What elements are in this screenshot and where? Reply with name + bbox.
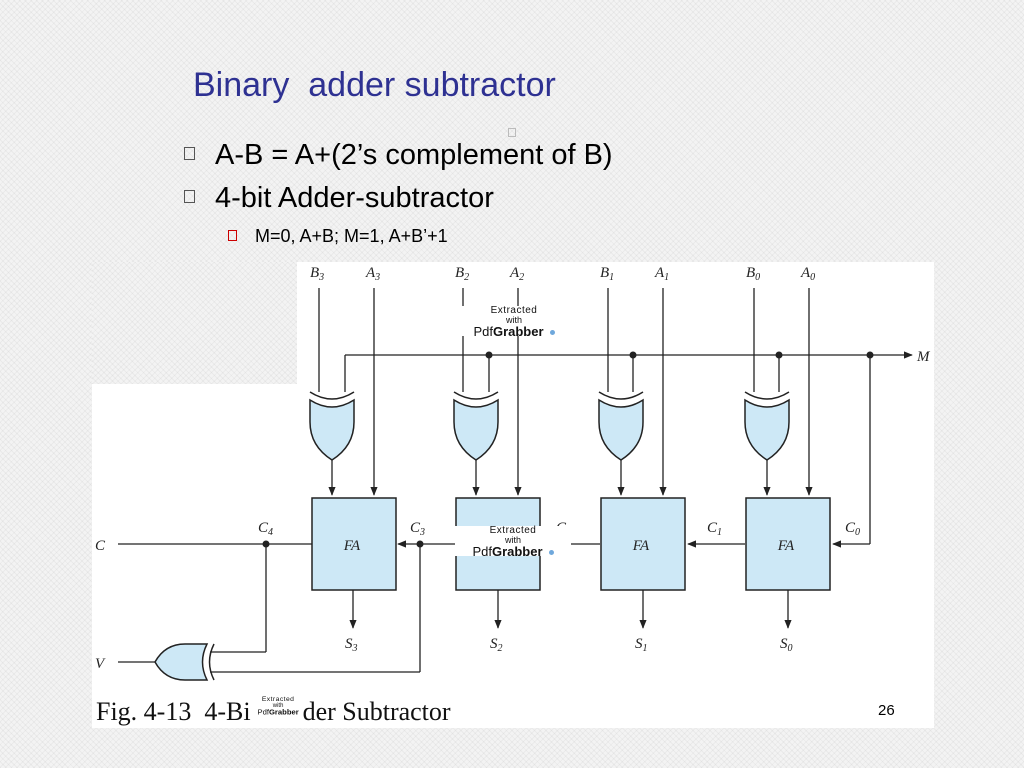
a0-label: A0 [800,265,815,283]
diagram-labels: FA FA FA FA B3 A3 B2 A2 B1 A1 B0 A0 M C … [95,265,931,672]
figure-caption: Fig. 4-13 4-Bi der Subtractor [96,697,451,726]
b2-label: B2 [455,265,469,283]
small-marker [508,128,516,137]
c0-label: C0 [845,520,860,538]
watermark-stamp: Extracted with PdfGrabber [455,525,571,558]
page-number: 26 [878,702,895,719]
watermark-line2: with [504,535,521,545]
watermark-line1: Extracted [261,695,295,703]
watermark-line1: Extracted [490,305,538,316]
c3-label: C3 [410,520,425,538]
b3-label: B3 [310,265,324,283]
overflow-label: V [95,656,106,672]
xor-gates [154,391,790,681]
junction-dot [629,351,637,359]
fa-1-label: FA [632,538,650,554]
s1-label: S1 [635,636,648,654]
bullet-1: A-B = A+(2’s complement of B) [184,139,613,172]
bullet-2-text: 4-bit Adder-subtractor [215,182,494,214]
figure-panel [92,262,934,728]
xor-gate-1 [598,391,644,461]
junction-dot [485,351,493,359]
bullet-1-text: A-B = A+(2’s complement of B) [215,139,613,171]
s3-label: S3 [345,636,358,654]
s2-label: S2 [490,636,503,654]
watermark-brand: PdfGrabber [458,325,570,338]
c4-label: C4 [258,520,273,538]
watermark-line1: Extracted [489,525,537,536]
sub-bullet-1: M=0, A+B; M=1, A+B’+1 [228,226,448,247]
a3-label: A3 [365,265,380,283]
bullet-2: 4-bit Adder-subtractor [184,182,494,215]
xor-gate-overflow [154,643,215,681]
slide-title: Binary adder subtractor [193,66,556,104]
m-label: M [916,349,931,365]
watermark-line2: with [272,702,284,709]
c1-label: C1 [707,520,722,538]
s0-label: S0 [780,636,793,654]
full-adder-1 [600,497,686,591]
wires [118,288,913,673]
watermark-line2: with [505,315,522,325]
watermark-dot-icon [548,550,554,556]
junction-dot [416,540,424,548]
b0-label: B0 [746,265,760,283]
sub-bullet-1-text: M=0, A+B; M=1, A+B’+1 [255,226,448,246]
fa-0-label: FA [777,538,795,554]
a1-label: A1 [654,265,669,283]
fa-3-label: FA [343,538,361,554]
watermark-stamp: Extracted with PdfGrabber [256,695,301,720]
watermark-stamp: Extracted with PdfGrabber [458,305,570,338]
figure-panel-notch [92,262,297,384]
sub-bullet-icon [228,229,237,241]
xor-gate-0 [744,391,790,461]
watermark-brand: PdfGrabber [257,707,299,717]
carry-out-label: C [95,538,106,554]
junction-dot [775,351,783,359]
full-adder-0 [745,497,831,591]
full-adder-3 [311,497,397,591]
b1-label: B1 [600,265,614,283]
bullet-icon [184,146,195,160]
a2-label: A2 [509,265,524,283]
watermark-dot-icon [549,330,555,336]
junction-dot [262,540,270,548]
xor-gate-2 [453,391,499,461]
bullet-icon [184,189,195,203]
junction-dot [866,351,874,359]
watermark-brand: PdfGrabber [455,545,571,558]
junction-dots [262,351,874,548]
xor-gate-3 [309,391,355,461]
